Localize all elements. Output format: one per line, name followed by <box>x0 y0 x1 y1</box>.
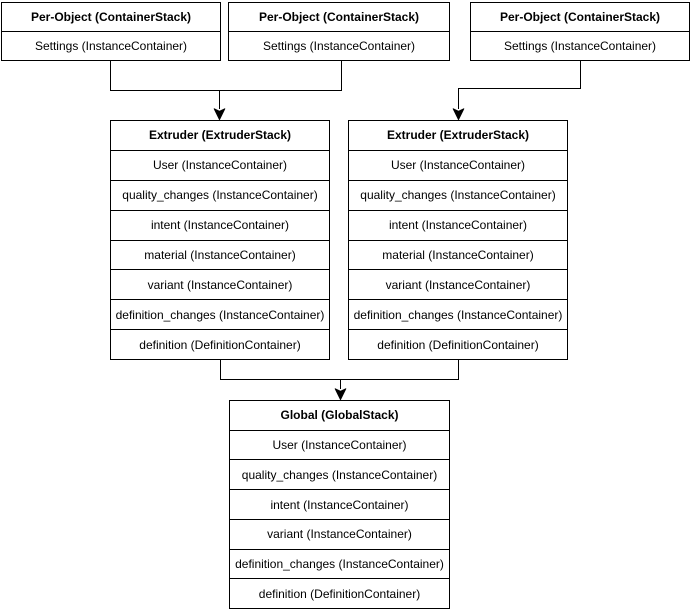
stack-row: intent (InstanceContainer) <box>111 209 329 240</box>
stack-row: variant (InstanceContainer) <box>111 269 329 299</box>
stack-row: variant (InstanceContainer) <box>230 518 449 549</box>
stack-row: variant (InstanceContainer) <box>349 269 567 299</box>
stack-row: quality_changes (InstanceContainer) <box>230 459 449 489</box>
stack-row: definition_changes (InstanceContainer) <box>111 299 329 329</box>
extruder-stack-1: Extruder (ExtruderStack) User (InstanceC… <box>110 120 330 360</box>
per-object-stack-2: Per-Object (ContainerStack) Settings (In… <box>228 2 450 61</box>
stack-title: Extruder (ExtruderStack) <box>148 128 292 143</box>
global-stack: Global (GlobalStack) User (InstanceConta… <box>229 400 450 609</box>
stack-row: definition_changes (InstanceContainer) <box>230 548 449 579</box>
stack-title: Per-Object (ContainerStack) <box>499 10 661 24</box>
arrowhead-extruder-2 <box>452 108 465 120</box>
stack-row: material (InstanceContainer) <box>111 239 329 270</box>
stack-row: definition (DefinitionContainer) <box>111 329 329 359</box>
stack-row: quality_changes (InstanceContainer) <box>111 179 329 210</box>
stack-row: quality_changes (InstanceContainer) <box>349 179 567 210</box>
stack-row: definition_changes (InstanceContainer) <box>349 299 567 329</box>
stack-title: Extruder (ExtruderStack) <box>386 128 530 143</box>
stack-title: Per-Object (ContainerStack) <box>258 10 420 24</box>
edge-per-object-3-to-extruder-2 <box>458 61 581 109</box>
stack-row: definition (DefinitionContainer) <box>349 329 567 359</box>
stack-title: Per-Object (ContainerStack) <box>30 10 192 24</box>
edge-per-object-2-to-extruder-1 <box>219 61 342 91</box>
stack-row: User (InstanceContainer) <box>111 149 329 180</box>
stack-row: intent (InstanceContainer) <box>230 489 449 519</box>
stack-row: Settings (InstanceContainer) <box>2 31 220 60</box>
arrowhead-global <box>334 388 347 400</box>
edge-per-object-1-to-extruder-1 <box>110 61 220 91</box>
arrowhead-extruder-1 <box>213 108 226 120</box>
stack-row: Settings (InstanceContainer) <box>229 31 449 60</box>
stack-row: intent (InstanceContainer) <box>349 209 567 240</box>
stack-title: Global (GlobalStack) <box>280 408 399 423</box>
extruder-stack-2: Extruder (ExtruderStack) User (InstanceC… <box>348 120 568 360</box>
per-object-stack-3: Per-Object (ContainerStack) Settings (In… <box>470 2 690 61</box>
stack-row: Settings (InstanceContainer) <box>471 31 689 60</box>
edge-extruder-2-to-global <box>340 360 459 380</box>
per-object-stack-1: Per-Object (ContainerStack) Settings (In… <box>1 2 221 61</box>
stack-row: definition (DefinitionContainer) <box>230 578 449 608</box>
stack-row: User (InstanceContainer) <box>349 149 567 180</box>
stack-row: material (InstanceContainer) <box>349 239 567 270</box>
edge-extruder-1-to-global <box>220 360 341 380</box>
stack-row: User (InstanceContainer) <box>230 429 449 460</box>
